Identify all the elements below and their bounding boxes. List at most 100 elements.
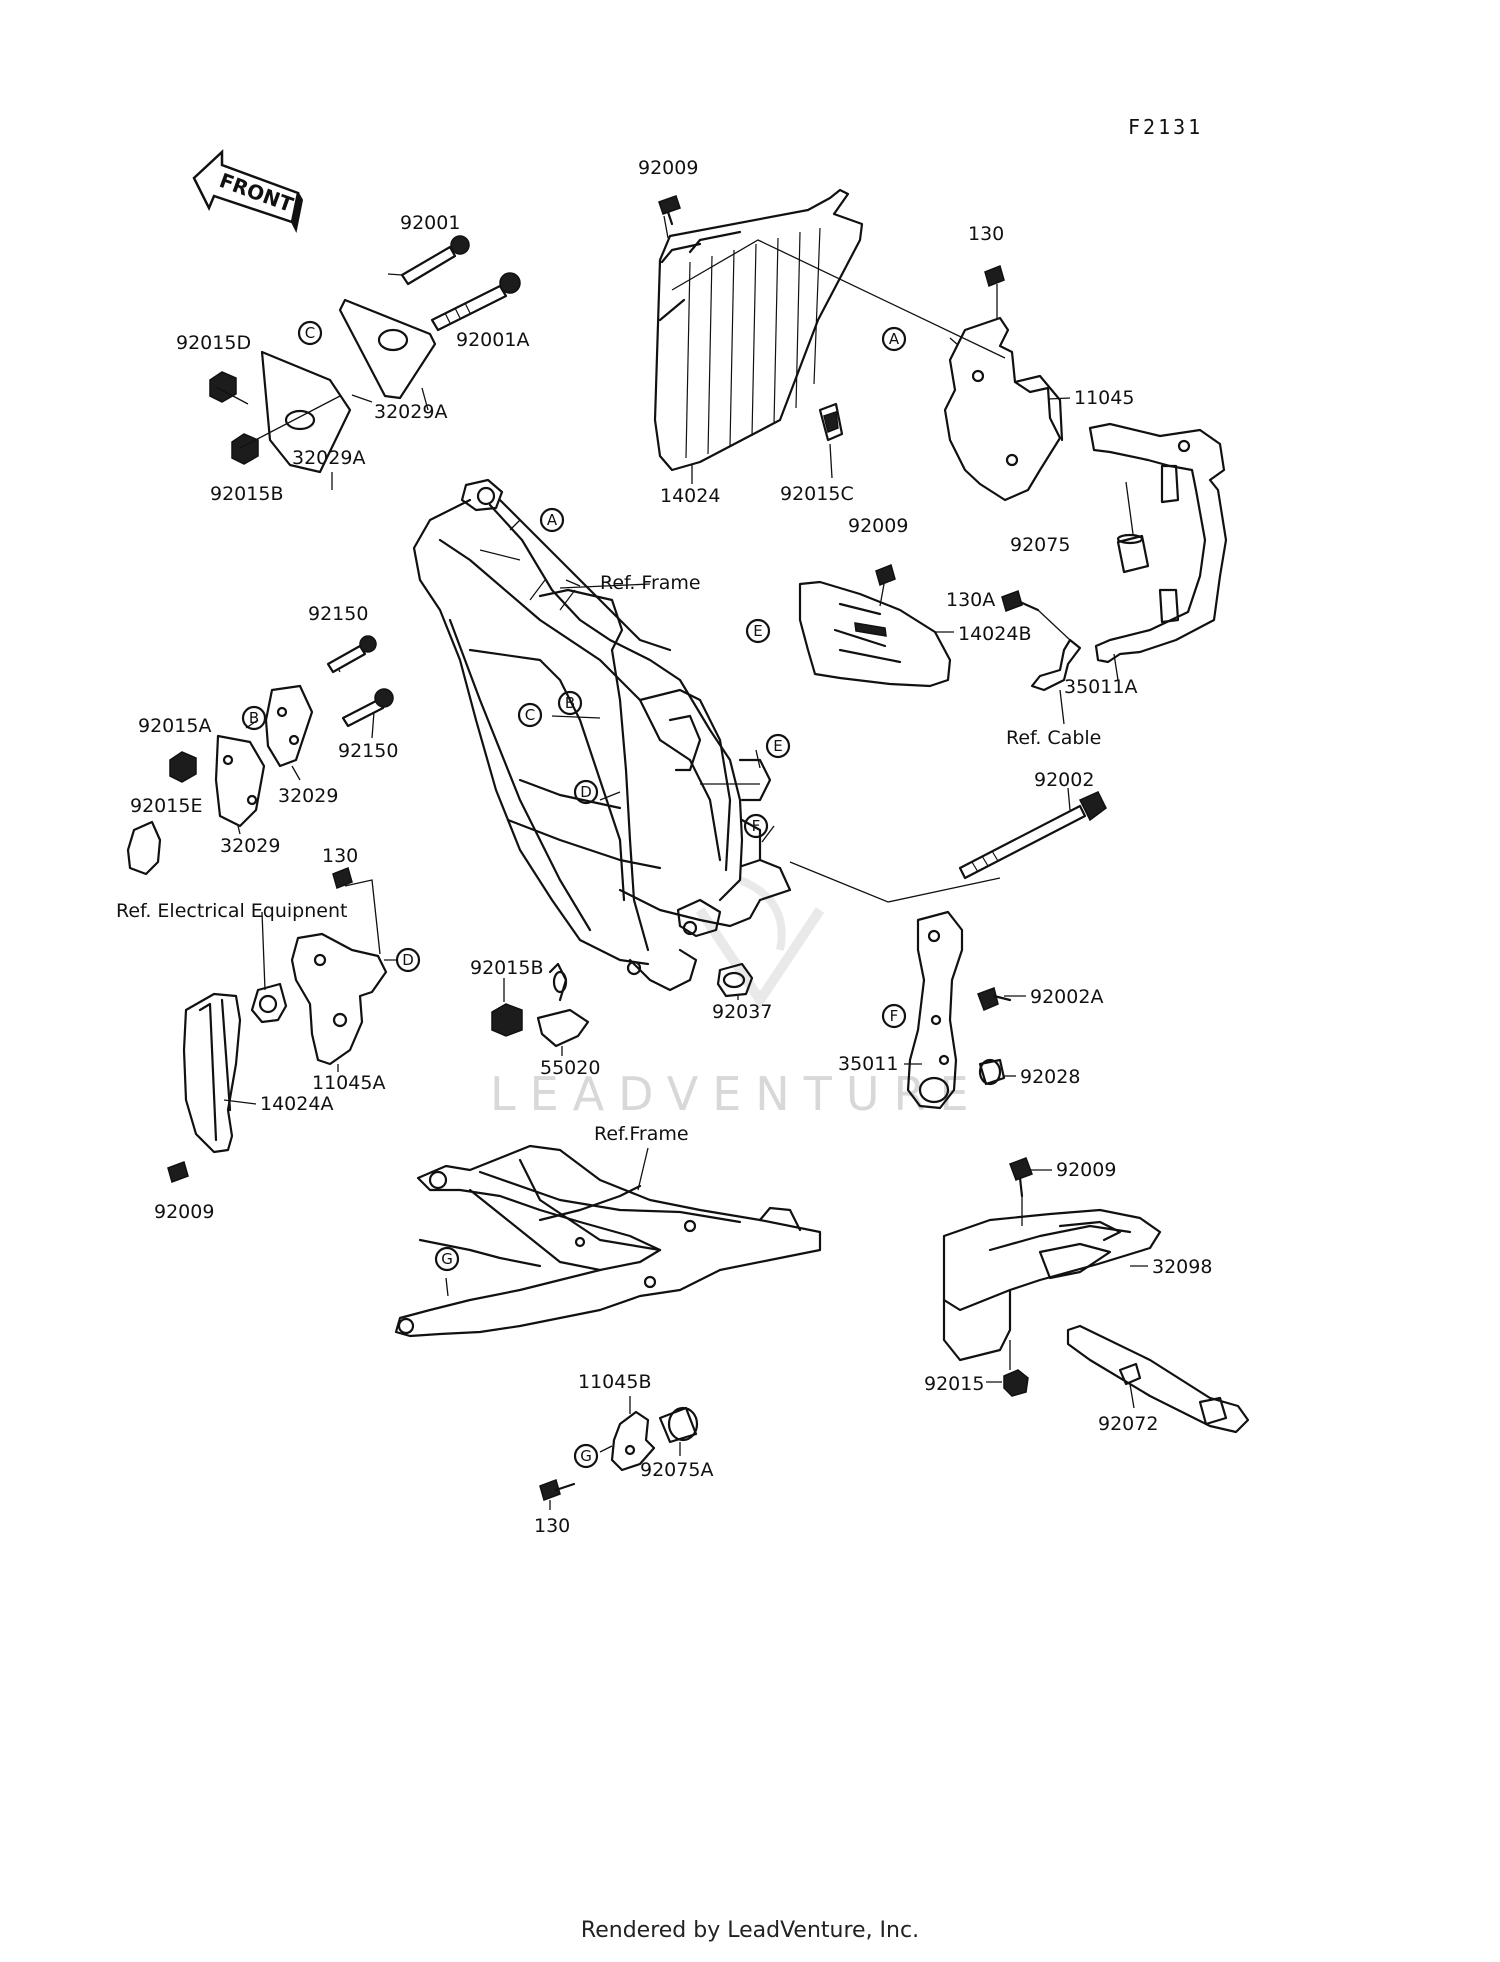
label-32098: 32098: [1152, 1256, 1212, 1278]
callout-d-frame: D: [573, 779, 599, 805]
label-92015-bottom: 92015: [924, 1373, 984, 1395]
bolt-92001A: [430, 272, 521, 332]
label-55020: 55020: [540, 1057, 600, 1079]
label-32029A-left: 32029A: [292, 447, 365, 469]
nut-92015-bottom: [1003, 1369, 1029, 1397]
bracket-11045: [943, 316, 1064, 502]
cable-clip: [1030, 638, 1082, 692]
label-11045A: 11045A: [312, 1072, 385, 1094]
callout-f-frame: F: [743, 813, 769, 839]
svg-text:A: A: [547, 511, 558, 529]
bracket-11045B: [610, 1410, 656, 1472]
ref-frame-upper: Ref. Frame: [600, 572, 701, 594]
label-92015D: 92015D: [176, 332, 251, 354]
clamp-92037: [716, 962, 754, 998]
plate-32029A-left: [260, 350, 352, 474]
diagram-code: F2131: [1128, 115, 1203, 139]
footer-credit: Rendered by LeadVenture, Inc.: [580, 1918, 920, 1943]
svg-text:B: B: [565, 694, 575, 712]
nut-92015B-mid: [491, 1003, 523, 1037]
label-130A: 130A: [946, 589, 995, 611]
svg-text:D: D: [402, 951, 414, 969]
svg-text:F: F: [752, 817, 761, 835]
svg-text:F: F: [890, 1007, 899, 1025]
label-92015E: 92015E: [130, 795, 202, 817]
svg-text:C: C: [525, 706, 535, 724]
label-35011A: 35011A: [1064, 676, 1137, 698]
cover-14024A: [182, 992, 242, 1154]
label-92002A: 92002A: [1030, 986, 1103, 1008]
bracket-35011: [906, 910, 964, 1110]
clip-92015C: [818, 402, 844, 442]
callout-g-frame: G: [434, 1246, 460, 1272]
bolt-92150-upper: [326, 635, 377, 674]
callout-b-plate: B: [241, 705, 267, 731]
bolt-130-top: [984, 264, 1005, 288]
ref-electrical-equipment: Ref. Electrical Equipnent: [116, 900, 347, 922]
spacer-92075A: [658, 1406, 699, 1444]
bolt-92150-lower: [341, 688, 394, 728]
label-92009-top: 92009: [638, 157, 698, 179]
label-92072: 92072: [1098, 1413, 1158, 1435]
label-92150-lower: 92150: [338, 740, 398, 762]
guard-35011A: [1088, 422, 1228, 664]
label-92001: 92001: [400, 212, 460, 234]
frame-main: [412, 478, 792, 992]
callout-a-bracket: A: [881, 326, 907, 352]
label-92075: 92075: [1010, 534, 1070, 556]
nut-92015A: [169, 751, 197, 783]
plate-32029A-right: [338, 298, 437, 400]
label-130-mid: 130: [322, 845, 358, 867]
front-arrow-icon: FRONT: [192, 149, 304, 234]
svg-text:G: G: [441, 1250, 453, 1268]
label-130-top: 130: [968, 223, 1004, 245]
bolt-130A: [1001, 590, 1040, 612]
strap-92072: [1066, 1324, 1250, 1434]
label-92015B-top: 92015B: [210, 483, 283, 505]
label-92001A: 92001A: [456, 329, 529, 351]
bolt-130-mid: [332, 866, 353, 890]
label-35011: 35011: [838, 1053, 898, 1075]
label-92002: 92002: [1034, 769, 1094, 791]
svg-text:E: E: [773, 737, 782, 755]
bolt-92002: [958, 791, 1107, 880]
plate-32029-right: [264, 684, 314, 768]
bolt-92009-mid: [875, 563, 896, 587]
label-32029A-right: 32029A: [374, 401, 447, 423]
ref-cable: Ref. Cable: [1006, 727, 1101, 749]
clamp-electrical: [250, 982, 288, 1024]
guide-55020: [536, 962, 590, 1048]
label-92075A: 92075A: [640, 1459, 713, 1481]
callout-f-bracket: F: [881, 1003, 907, 1029]
callout-c-plate: C: [297, 320, 323, 346]
bolt-130-bottom: [539, 1479, 576, 1501]
label-130-bottom: 130: [534, 1515, 570, 1537]
callout-g-bracket: G: [573, 1443, 599, 1469]
cover-14024B: [798, 580, 952, 688]
svg-text:E: E: [753, 622, 762, 640]
svg-text:C: C: [305, 324, 315, 342]
label-92037: 92037: [712, 1001, 772, 1023]
svg-text:G: G: [580, 1447, 592, 1465]
cover-14024: [653, 188, 864, 472]
bolt-92009-top: [658, 195, 681, 226]
label-92015B-mid: 92015B: [470, 957, 543, 979]
callout-b-frame: B: [557, 690, 583, 716]
callout-e-frame: E: [765, 733, 791, 759]
callout-a-frame: A: [539, 507, 565, 533]
label-32029-left: 32029: [220, 835, 280, 857]
label-11045: 11045: [1074, 387, 1134, 409]
bracket-11045A: [290, 932, 388, 1066]
label-92150-upper: 92150: [308, 603, 368, 625]
label-14024: 14024: [660, 485, 720, 507]
label-92009-lower-left: 92009: [154, 1201, 214, 1223]
label-14024A: 14024A: [260, 1093, 333, 1115]
bolt-92009-lower-left: [167, 1161, 189, 1183]
label-11045B: 11045B: [578, 1371, 651, 1393]
bolt-92001: [400, 235, 470, 286]
nut-92015D: [209, 371, 237, 403]
callout-e-cover: E: [745, 618, 771, 644]
bolt-92009-lower-right: [1009, 1157, 1033, 1198]
label-92009-mid: 92009: [848, 515, 908, 537]
